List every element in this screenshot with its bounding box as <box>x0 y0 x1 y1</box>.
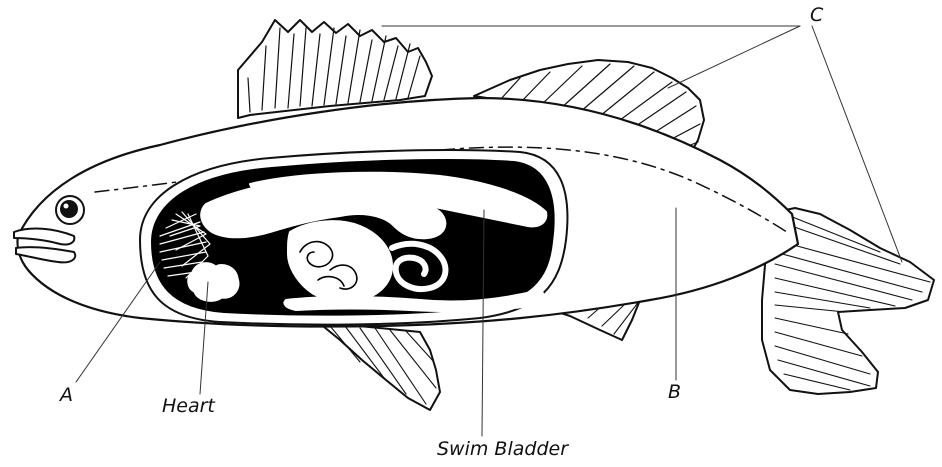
eye <box>56 196 84 224</box>
label-heart: Heart <box>162 397 215 416</box>
label-a: A <box>60 386 73 405</box>
leader-c-dorsal-rear <box>668 26 800 88</box>
label-c: C <box>810 6 823 25</box>
pelvic-fin <box>318 322 440 410</box>
label-b: B <box>668 383 681 402</box>
label-swim-bladder: Swim Bladder <box>437 440 568 459</box>
